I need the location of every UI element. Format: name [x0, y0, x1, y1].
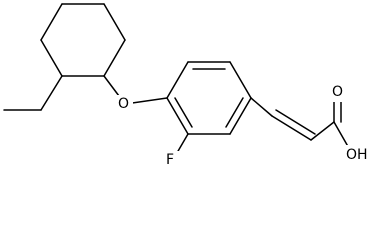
bond [40, 39, 63, 77]
structure-diagram: O F O OH [3, 3, 375, 169]
bond [103, 3, 126, 41]
ether-linkage [103, 75, 168, 105]
bond [166, 61, 189, 99]
alkene-double-bond [271, 115, 312, 141]
bond [250, 97, 273, 117]
carbonyl-oxygen-label: O [332, 84, 343, 100]
bond [40, 75, 63, 111]
cyclohexane-ring [40, 3, 126, 77]
ether-oxygen-label: O [118, 96, 129, 112]
hydroxyl-label: OH [346, 147, 368, 163]
structure-canvas: O F O OH [3, 3, 375, 169]
ethyl-group [3, 75, 63, 111]
bond [166, 97, 189, 135]
bond [103, 39, 126, 77]
bond [229, 61, 252, 99]
alkene-double-bond [275, 109, 316, 135]
fluorine-label: F [166, 152, 174, 168]
bond [229, 97, 252, 135]
aromatic-double-bond [174, 97, 193, 128]
benzene-ring [166, 61, 252, 135]
atom-labels: O F O OH [115, 84, 375, 169]
aromatic-double-bond [225, 97, 244, 128]
acrylic-acid-chain [250, 94, 351, 151]
bond [310, 121, 335, 141]
bond [40, 3, 63, 41]
